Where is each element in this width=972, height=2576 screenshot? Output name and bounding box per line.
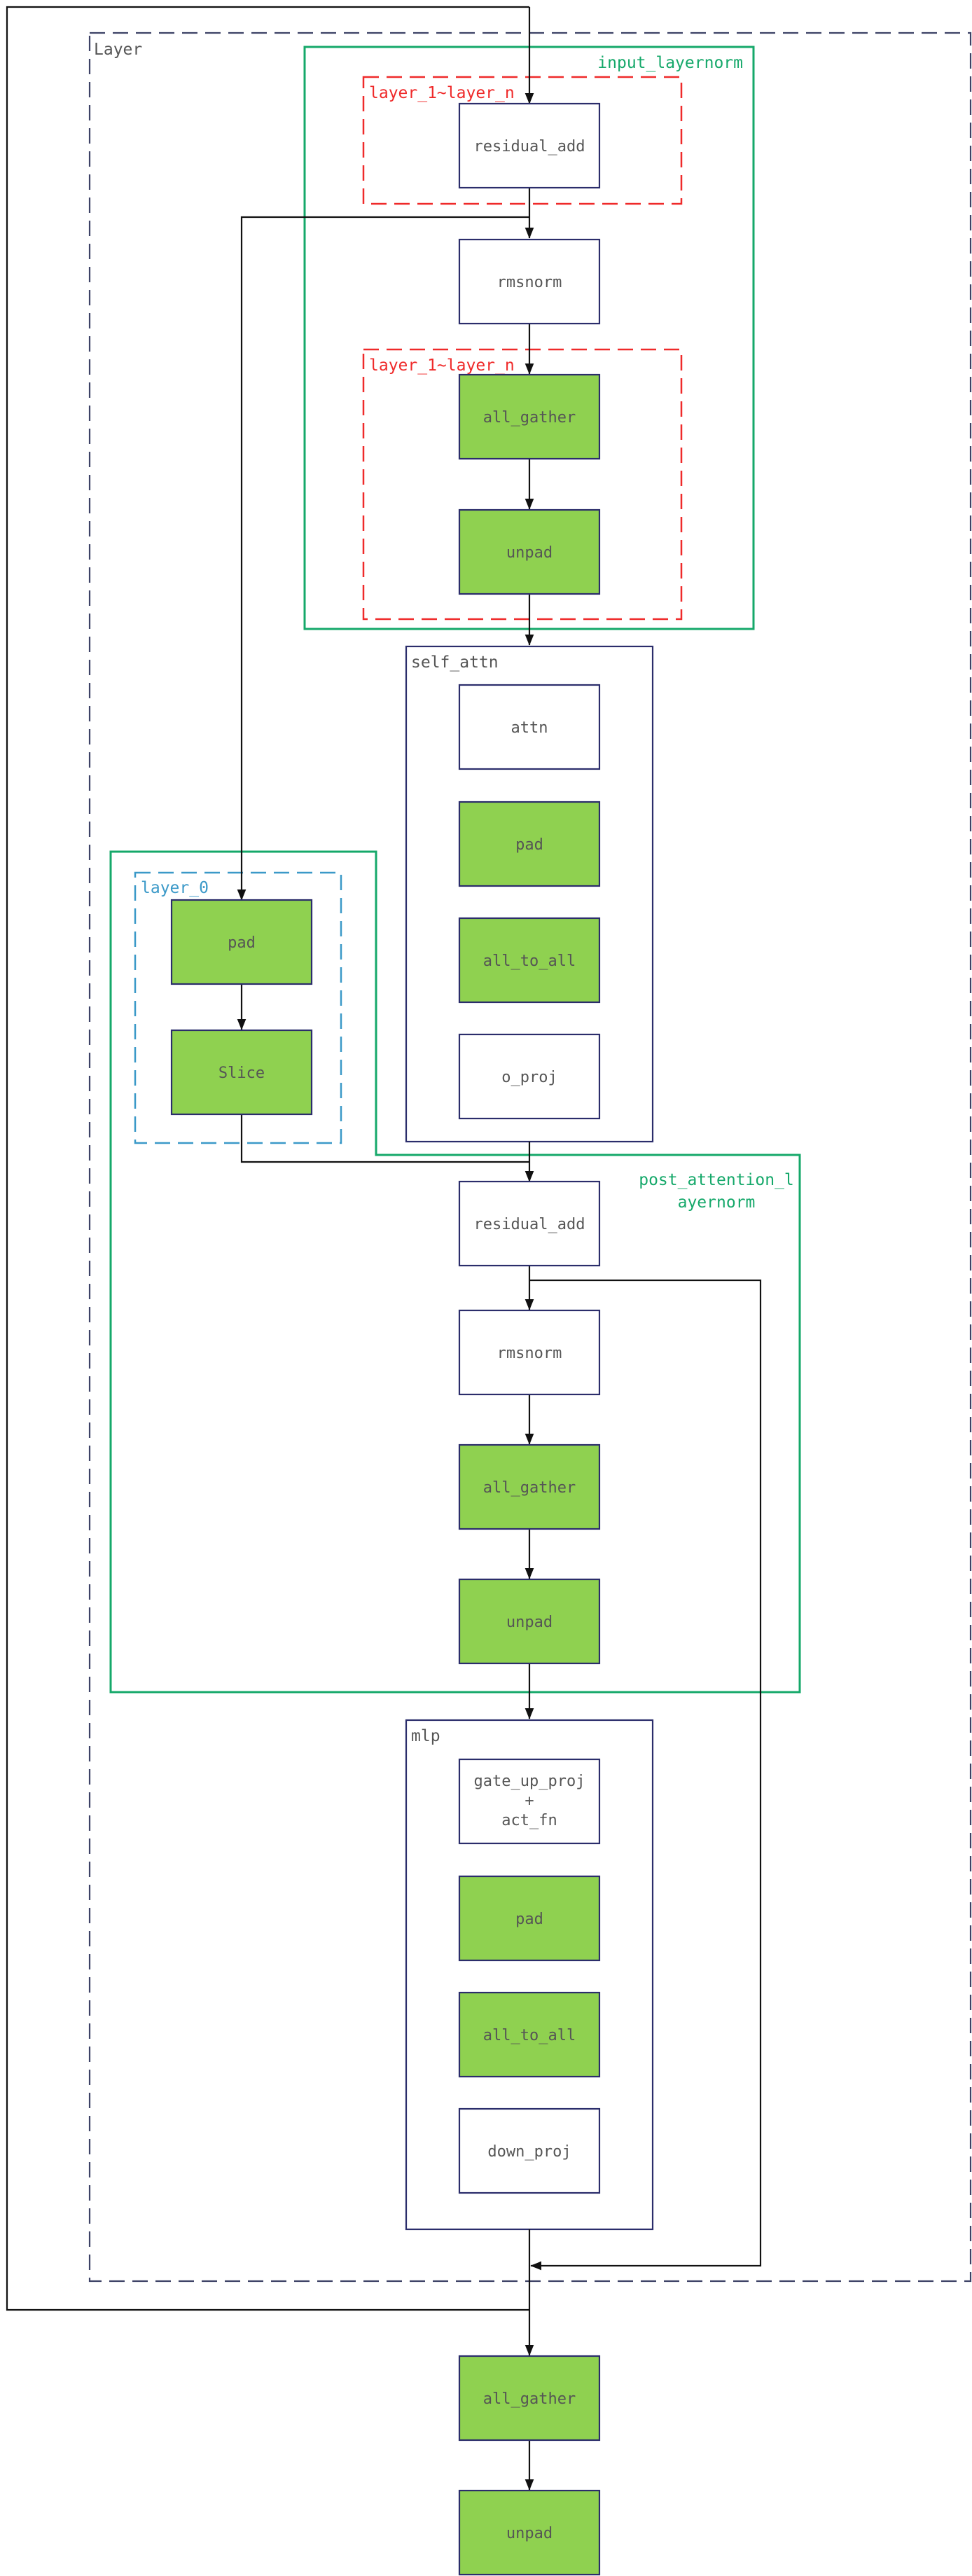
node-all-gather-1-box — [458, 373, 601, 460]
node-residual-add-2-box — [458, 1180, 601, 1267]
node-unpad-1-box — [458, 508, 601, 595]
post-attention-layernorm-label-line1: post_attention_l — [639, 1171, 794, 1189]
post-attention-layernorm-label-line2: ayernorm — [678, 1193, 756, 1212]
layer-1-n-mid-border — [362, 348, 683, 621]
self-attn-label: self_attn — [411, 653, 499, 672]
node-attn: attn — [458, 684, 601, 770]
node-slice-side: Slice — [170, 1029, 313, 1116]
layer-1-n-top-border — [362, 76, 683, 205]
layer-1-n-mid-group: layer_1~layer_n — [362, 348, 683, 621]
node-gate-up-proj-label-line3: act_fn — [501, 1812, 557, 1829]
node-gate-up-proj-label-line1: gate_up_proj — [474, 1773, 585, 1790]
node-pad-attn-label: pad — [515, 836, 543, 854]
node-gate-up-proj: gate_up_proj + act_fn — [458, 1758, 601, 1845]
node-rmsnorm-1-label: rmsnorm — [497, 274, 562, 291]
node-slice-side-box — [170, 1029, 313, 1116]
node-rmsnorm-2-box — [458, 1309, 601, 1396]
node-pad-side-label: pad — [228, 934, 256, 952]
arrow-residual-skip-around-mlp — [529, 1279, 762, 2271]
post-attention-layernorm-border — [109, 850, 801, 1694]
node-all-to-all-mlp-label: all_to_all — [483, 2027, 576, 2044]
node-unpad-2: unpad — [458, 1578, 601, 1665]
node-o-proj-box — [458, 1033, 601, 1120]
layer-1-n-top-label: layer_1~layer_n — [369, 84, 515, 102]
node-slice-side-label: Slice — [218, 1065, 265, 1082]
node-unpad-2-box — [458, 1578, 601, 1665]
node-all-gather-out-label: all_gather — [483, 2390, 576, 2408]
node-pad-mlp-box — [458, 1875, 601, 1962]
connectors — [6, 6, 762, 2491]
wire-slice-to-merge — [240, 1114, 529, 1163]
node-rmsnorm-1: rmsnorm — [458, 238, 601, 325]
node-all-gather-2-box — [458, 1443, 601, 1530]
node-rmsnorm-2-label: rmsnorm — [497, 1345, 562, 1362]
node-residual-add-1-label: residual_add — [474, 138, 585, 155]
layer-1-n-top-group: layer_1~layer_n — [362, 76, 683, 205]
node-residual-add-1: residual_add — [458, 102, 601, 189]
post-attention-layernorm-group: post_attention_l ayernorm — [109, 850, 801, 1694]
arrow-residual-branch-to-side-pad — [237, 216, 529, 901]
node-pad-attn-box — [458, 801, 601, 887]
node-all-gather-1-label: all_gather — [483, 409, 576, 427]
node-pad-attn: pad — [458, 801, 601, 887]
node-down-proj-label: down_proj — [487, 2143, 571, 2161]
node-pad-mlp-label: pad — [515, 1911, 543, 1928]
node-residual-add-2-label: residual_add — [474, 1216, 585, 1233]
node-all-gather-out: all_gather — [458, 2355, 601, 2442]
node-all-to-all-attn-label: all_to_all — [483, 953, 576, 970]
node-all-to-all-attn: all_to_all — [458, 917, 601, 1004]
node-attn-label: attn — [511, 719, 548, 737]
node-unpad-1-label: unpad — [506, 544, 553, 562]
node-unpad-1: unpad — [458, 508, 601, 595]
node-pad-mlp: pad — [458, 1875, 601, 1962]
wire-outer-bypass — [6, 6, 529, 2311]
node-gate-up-proj-box — [458, 1758, 601, 1845]
layer-0-label: layer_0 — [141, 879, 209, 897]
node-unpad-2-label: unpad — [506, 1614, 553, 1631]
node-unpad-out-box — [458, 2489, 601, 2576]
node-all-gather-2-label: all_gather — [483, 1479, 576, 1497]
node-pad-side: pad — [170, 899, 313, 985]
layer-group-label: Layer — [94, 41, 142, 59]
node-all-gather-out-box — [458, 2355, 601, 2442]
node-gate-up-proj-label-line2: + — [525, 1792, 534, 1810]
node-all-to-all-mlp: all_to_all — [458, 1991, 601, 2078]
node-all-gather-2: all_gather — [458, 1443, 601, 1530]
layer-0-group: layer_0 — [134, 871, 342, 1144]
self-attn-group: self_attn — [405, 645, 654, 1143]
node-residual-add-2: residual_add — [458, 1180, 601, 1267]
node-all-to-all-mlp-box — [458, 1991, 601, 2078]
node-o-proj: o_proj — [458, 1033, 601, 1120]
node-down-proj-box — [458, 2107, 601, 2194]
node-pad-side-box — [170, 899, 313, 985]
node-unpad-out-label: unpad — [506, 2525, 553, 2542]
node-unpad-out: unpad — [458, 2489, 601, 2576]
node-all-gather-1: all_gather — [458, 373, 601, 460]
layer-1-n-mid-label: layer_1~layer_n — [369, 356, 515, 375]
node-o-proj-label: o_proj — [501, 1069, 557, 1086]
node-down-proj: down_proj — [458, 2107, 601, 2194]
mlp-label: mlp — [411, 1727, 440, 1745]
layer-0-border — [134, 871, 342, 1144]
node-residual-add-1-box — [458, 102, 601, 189]
node-all-to-all-attn-box — [458, 917, 601, 1004]
node-rmsnorm-2: rmsnorm — [458, 1309, 601, 1396]
node-rmsnorm-1-box — [458, 238, 601, 325]
input-layernorm-label: input_layernorm — [597, 54, 743, 72]
node-attn-box — [458, 684, 601, 770]
